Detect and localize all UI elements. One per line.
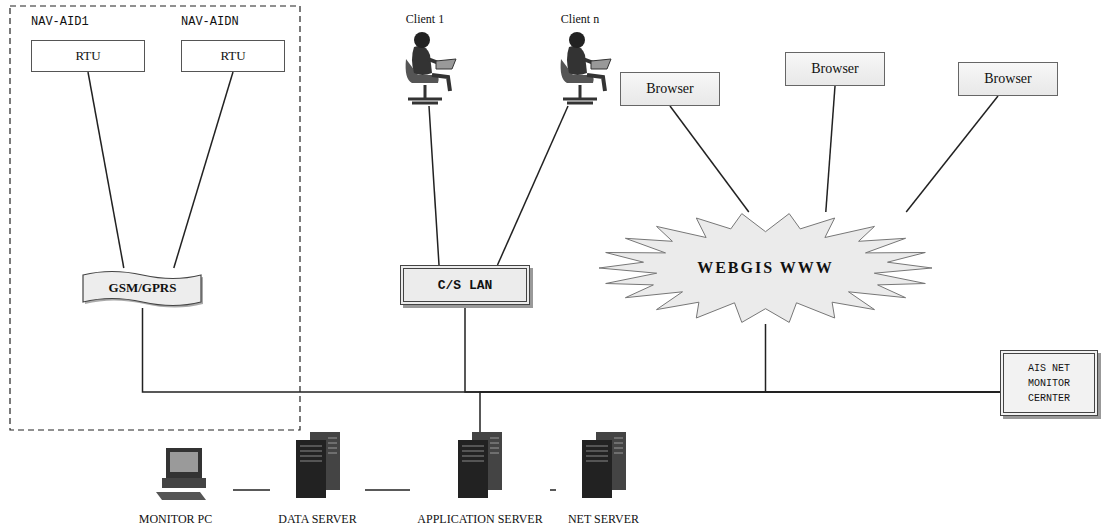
icon-part (156, 492, 206, 500)
server-icon (578, 432, 630, 500)
client-label: Client 1 (406, 12, 444, 26)
lan-box: C/S LAN (400, 265, 530, 305)
dashed-group (10, 6, 300, 430)
icon-part (408, 85, 442, 103)
browser-box: Browser (958, 62, 1058, 96)
connector-line (498, 106, 569, 265)
rtu-unit: NAV-AID1RTU (31, 14, 145, 72)
icon-part (586, 461, 608, 462)
server-label: NET SERVER (568, 512, 639, 526)
icon-part (328, 438, 337, 439)
icon-part (462, 456, 484, 457)
icon-part (614, 453, 623, 454)
connector-line (480, 392, 1000, 432)
icon-part (614, 443, 623, 444)
icon-part (490, 443, 499, 444)
server-unit: APPLICATION SERVER (410, 432, 550, 526)
aid-label: NAV-AIDN (181, 14, 285, 30)
icon-part (462, 446, 484, 447)
icon-part (591, 59, 611, 69)
browser-label: Browser (646, 81, 693, 97)
connector-line (766, 324, 1001, 392)
icon-part (462, 451, 484, 452)
person-icon (545, 29, 615, 105)
connector-line (826, 86, 835, 212)
connector-line (143, 308, 1001, 392)
web-label: WEBGIS WWW (697, 259, 834, 277)
server-icon (454, 432, 506, 500)
connector-line (88, 72, 124, 268)
server-label: APPLICATION SERVER (417, 512, 542, 526)
icon-part (436, 59, 456, 69)
icon-part (458, 440, 488, 498)
pc-label: MONITOR PC (139, 512, 212, 526)
rtu-label: RTU (75, 48, 100, 64)
icon-part (586, 456, 608, 457)
rtu-label: RTU (220, 48, 245, 64)
connector-line (365, 489, 410, 491)
icon-part (563, 85, 597, 103)
icon-part (462, 461, 484, 462)
network-label: GSM/GPRS (109, 280, 177, 296)
connector-line (233, 489, 270, 491)
icon-part (170, 452, 198, 472)
rtu-unit: NAV-AIDN RTU (181, 14, 285, 72)
icon-part (328, 453, 337, 454)
icon-part (300, 451, 322, 452)
server-unit: NET SERVER (556, 432, 651, 526)
client-user: Client n (540, 12, 620, 106)
icon-part (328, 448, 337, 449)
browser-box: Browser (620, 72, 720, 106)
aid-label: NAV-AID1 (31, 14, 145, 30)
browser-box: Browser (785, 52, 885, 86)
icon-part (300, 446, 322, 447)
browser-label: Browser (984, 71, 1031, 87)
icon-part (582, 440, 612, 498)
icon-part (166, 448, 202, 478)
rtu-box: RTU (31, 40, 145, 72)
icon-part (586, 451, 608, 452)
icon-part (569, 32, 585, 48)
server-label: DATA SERVER (278, 512, 356, 526)
icon-part (490, 438, 499, 439)
icon-part (296, 440, 326, 498)
rtu-box: RTU (181, 40, 285, 72)
center-label: AIS NET MONITOR CERNTER (1008, 361, 1090, 406)
icon-part (414, 32, 430, 48)
web-cloud: WEBGIS WWW (598, 212, 933, 324)
monitor-center-box: AIS NET MONITOR CERNTER (1000, 350, 1098, 416)
connector-line (465, 305, 1000, 392)
client-label: Client n (561, 12, 599, 26)
connector-line (174, 72, 233, 268)
icon-part (586, 446, 608, 447)
icon-part (300, 461, 322, 462)
server-unit: DATA SERVER (270, 432, 365, 526)
icon-part (300, 456, 322, 457)
icon-part (490, 453, 499, 454)
icon-part (162, 478, 206, 488)
icon-part (328, 443, 337, 444)
connector-line (550, 489, 556, 491)
connector-line (429, 106, 439, 265)
icon-part (599, 214, 932, 323)
client-user: Client 1 (385, 12, 465, 106)
pc-icon (154, 446, 210, 502)
icon-part (614, 438, 623, 439)
person-icon (390, 29, 460, 105)
icon-part (83, 272, 201, 306)
server-icon (292, 432, 344, 500)
icon-part (614, 448, 623, 449)
network-banner: GSM/GPRS (80, 268, 205, 308)
browser-label: Browser (811, 61, 858, 77)
monitor-pc: MONITOR PC (118, 446, 233, 526)
connector-line (670, 106, 749, 212)
icon-part (490, 448, 499, 449)
connector-line (906, 96, 998, 212)
lan-label: C/S LAN (438, 278, 493, 293)
